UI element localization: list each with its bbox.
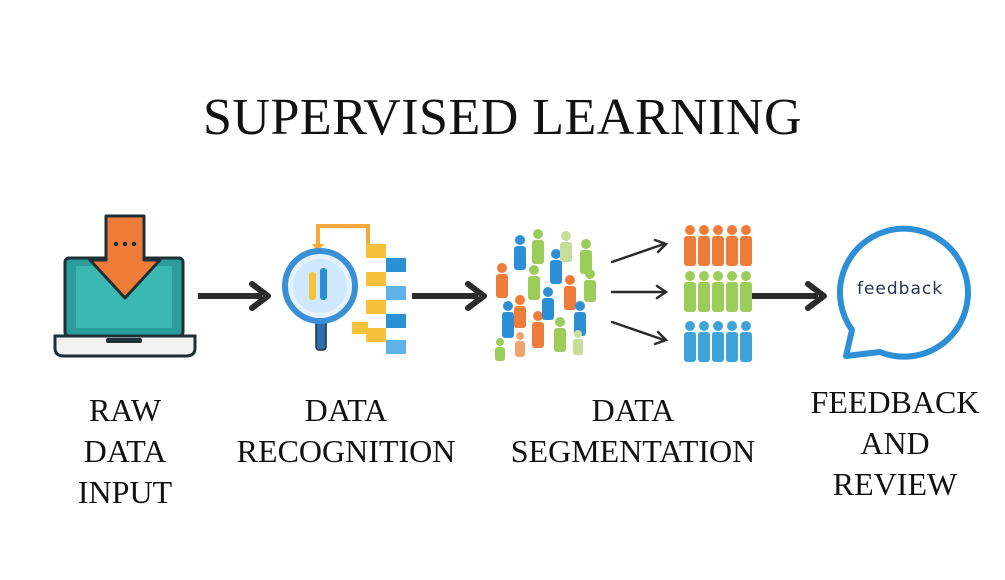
feedback-speech-bubble-icon bbox=[836, 225, 971, 360]
green-group bbox=[684, 271, 752, 312]
step-label-raw-data-input: RAW DATA INPUT bbox=[77, 392, 173, 510]
step-label-data-recognition: DATA RECOGNITION bbox=[236, 392, 456, 469]
crowd-segmentation-icon bbox=[495, 229, 596, 361]
magnifier-data-icon bbox=[282, 224, 406, 354]
step-label-feedback-and-review: FEEDBACK AND REVIEW bbox=[810, 384, 980, 502]
page-title: SUPERVISED LEARNING bbox=[202, 89, 803, 146]
step-label-data-segmentation: DATA SEGMENTATION bbox=[510, 392, 756, 469]
flow-arrow-2 bbox=[412, 281, 487, 311]
flow-arrow-3 bbox=[752, 281, 827, 311]
flow-arrow-1 bbox=[198, 281, 271, 311]
orange-group bbox=[684, 225, 752, 266]
blue-group bbox=[684, 321, 752, 362]
laptop-download-icon bbox=[53, 214, 197, 358]
segmentation-arrows bbox=[610, 238, 669, 346]
feedback-word: feedback bbox=[856, 279, 944, 299]
